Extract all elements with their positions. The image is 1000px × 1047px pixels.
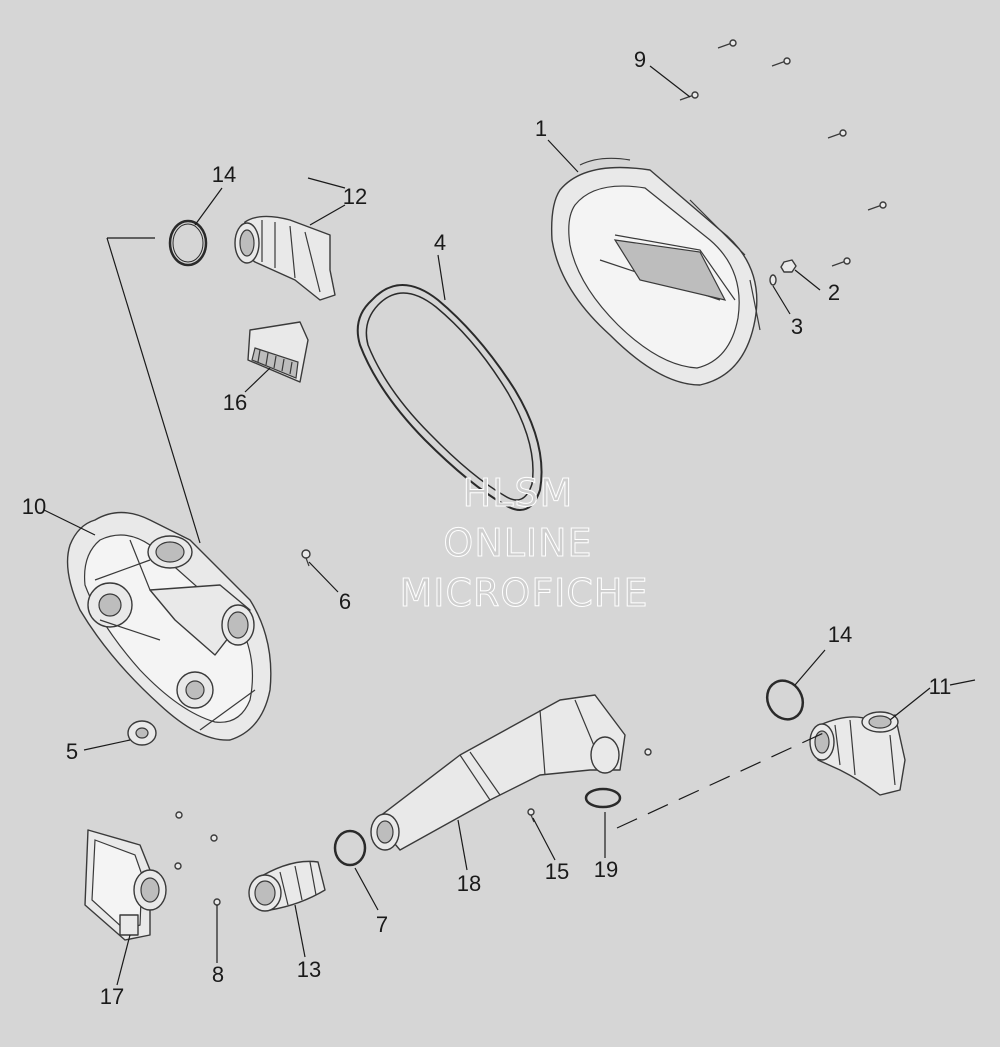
part-screw-extra — [644, 748, 652, 756]
part-elbow-boot — [809, 711, 906, 796]
callout-8: 8 — [212, 962, 224, 987]
watermark-line2: ONLINE — [443, 521, 592, 565]
callout-17: 17 — [100, 984, 124, 1009]
part-washer — [127, 720, 157, 746]
part-pin — [769, 274, 777, 286]
callout-10: 10 — [22, 494, 46, 519]
callout-7: 7 — [376, 912, 388, 937]
leader-lines — [43, 65, 976, 986]
callout-14-top: 14 — [212, 162, 236, 187]
callout-4: 4 — [434, 230, 446, 255]
part-clamp-19 — [584, 787, 622, 809]
callout-12: 12 — [343, 184, 367, 209]
part-boot — [248, 860, 326, 912]
part-screw-15 — [527, 808, 535, 823]
callout-5: 5 — [66, 739, 78, 764]
part-nut — [780, 259, 797, 273]
callout-14-lower: 14 — [828, 622, 852, 647]
part-clamp-lower — [765, 679, 805, 721]
part-screw-6 — [301, 549, 311, 567]
watermark-line1: HLSM — [463, 471, 574, 515]
callout-9: 9 — [634, 47, 646, 72]
callout-labels: 1 2 3 4 5 6 7 8 9 10 11 12 13 14 14 15 1… — [22, 47, 952, 1009]
callout-18: 18 — [457, 871, 481, 896]
callout-15: 15 — [545, 859, 569, 884]
part-long-duct — [370, 694, 626, 851]
callout-11: 11 — [929, 674, 952, 699]
part-intake-duct — [234, 215, 336, 301]
callout-3: 3 — [791, 314, 803, 339]
callout-13: 13 — [297, 957, 321, 982]
part-clamp-7 — [333, 829, 367, 867]
part-inner-cover — [66, 511, 272, 741]
part-outer-cover — [550, 157, 761, 386]
part-clamp-top — [168, 219, 208, 267]
callout-16: 16 — [223, 390, 247, 415]
part-drive-belt — [356, 284, 543, 511]
callout-2: 2 — [828, 280, 840, 305]
callout-19: 19 — [594, 857, 618, 882]
part-housing — [84, 829, 167, 941]
watermark-line3: MICROFICHE — [399, 571, 648, 615]
callout-6: 6 — [339, 589, 351, 614]
part-filter-screen — [247, 321, 309, 383]
part-screws-8 — [174, 811, 221, 906]
alignment-dashed-line — [616, 729, 831, 829]
watermark: HLSM ONLINE MICROFICHE — [399, 471, 648, 616]
part-screws — [679, 39, 887, 267]
callout-1: 1 — [535, 116, 547, 141]
